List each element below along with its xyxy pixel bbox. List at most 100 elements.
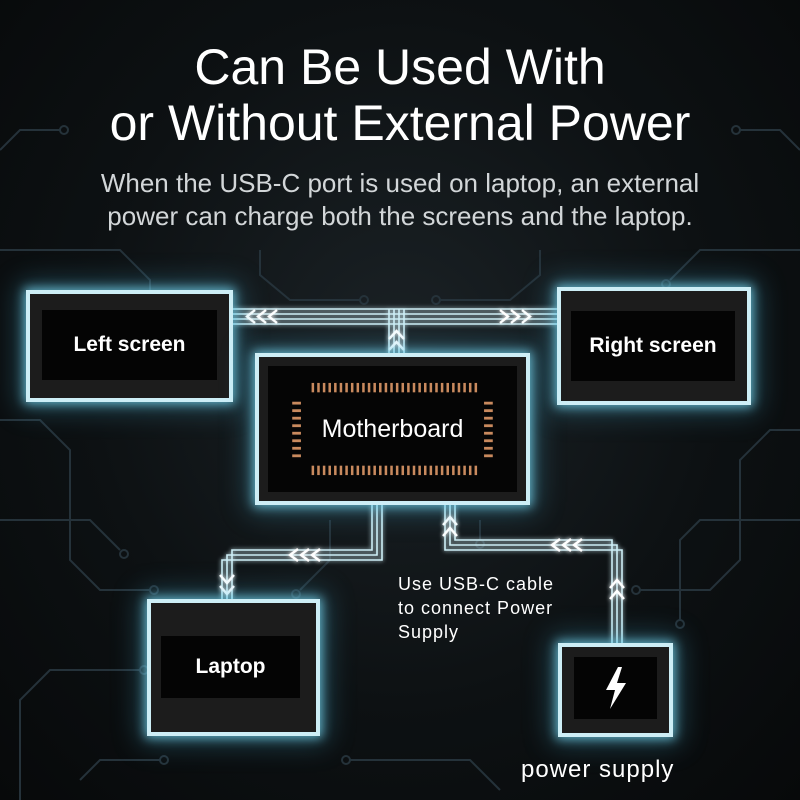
usb-c-note: Use USB-C cable to connect Power Supply xyxy=(398,572,554,644)
chip-pin xyxy=(435,382,438,393)
subtitle-line-2: power can charge both the screens and th… xyxy=(107,201,693,231)
chip-pin xyxy=(292,416,301,420)
chip-pin xyxy=(446,382,449,393)
chip-pin xyxy=(334,465,337,476)
chip-pin xyxy=(350,465,354,476)
chip-pin xyxy=(373,382,376,393)
subtitle-line-1: When the USB-C port is used on laptop, a… xyxy=(100,168,700,198)
chip-pin xyxy=(401,465,405,476)
chip-pin xyxy=(379,465,382,476)
chip-pin xyxy=(367,382,371,393)
chip-pin xyxy=(429,465,433,476)
motherboard-device: Motherboard xyxy=(255,353,530,505)
chip-pin xyxy=(484,424,493,428)
chip-pin xyxy=(292,424,301,428)
chip-pin xyxy=(384,382,388,393)
power-supply-label: power supply xyxy=(521,756,675,783)
chip-pin xyxy=(429,382,433,393)
chip-pin xyxy=(463,465,466,476)
chip-pin xyxy=(463,382,466,393)
chip-pin xyxy=(484,431,493,435)
chip-pin xyxy=(457,382,461,393)
chip-pin xyxy=(474,382,478,393)
chip-pin xyxy=(452,382,455,393)
chip-pin xyxy=(435,465,438,476)
chip-pin xyxy=(457,465,461,476)
chip-pin xyxy=(452,465,455,476)
chip-pin xyxy=(412,382,416,393)
chip-pin xyxy=(292,446,301,450)
chip-pin xyxy=(292,454,301,458)
chip-pin xyxy=(412,465,416,476)
motherboard-label: Motherboard xyxy=(321,414,464,443)
chip-pin xyxy=(484,454,493,458)
chip-pin xyxy=(418,465,421,476)
laptop-device: Laptop xyxy=(147,599,320,736)
chip-pin xyxy=(373,465,376,476)
right-screen-label: Right screen xyxy=(571,311,735,381)
right-screen-device: Right screen xyxy=(557,287,751,405)
chip-pin xyxy=(292,431,301,435)
usb-c-note-line-3: Supply xyxy=(398,622,460,642)
chip-pin xyxy=(384,465,388,476)
chip-pin xyxy=(328,465,331,476)
chip-pins-icon xyxy=(292,382,493,476)
chip-pin xyxy=(484,401,493,405)
chip-pin xyxy=(484,416,493,420)
lightning-bolt-icon xyxy=(605,667,626,709)
chip-pin xyxy=(345,465,348,476)
chip-pin xyxy=(328,382,331,393)
left-screen-label: Left screen xyxy=(42,310,217,380)
chip-pin xyxy=(292,439,301,443)
chip-pin xyxy=(407,465,410,476)
usb-c-note-line-2: to connect Power xyxy=(398,598,554,618)
power-supply-panel xyxy=(574,657,657,719)
chip-pin xyxy=(446,465,449,476)
chip-pin xyxy=(395,382,399,393)
chip-pin xyxy=(317,382,320,393)
chip-pin xyxy=(292,409,301,413)
chip-pin xyxy=(484,409,493,413)
chip-pin xyxy=(292,401,301,405)
chip-pin xyxy=(423,382,427,393)
chip-pin xyxy=(484,446,493,450)
chip-pin xyxy=(334,382,337,393)
chip-pin xyxy=(401,382,405,393)
chip-pin xyxy=(356,382,360,393)
power-supply-device xyxy=(558,643,673,737)
chip-pin xyxy=(484,439,493,443)
chip-pin xyxy=(367,465,371,476)
chip-pin xyxy=(345,382,348,393)
chip-pin xyxy=(395,465,399,476)
chip-pin xyxy=(440,382,444,393)
page-title-line-1: Can Be Used With xyxy=(194,39,606,95)
page-title-line-2: or Without External Power xyxy=(109,95,691,151)
laptop-label: Laptop xyxy=(161,636,300,698)
chip-pin xyxy=(362,382,365,393)
motherboard-panel: Motherboard xyxy=(268,366,517,492)
chip-pin xyxy=(390,382,393,393)
left-screen-device: Left screen xyxy=(26,290,233,402)
chip-pin xyxy=(468,465,472,476)
chip-pin xyxy=(390,465,393,476)
chip-pin xyxy=(356,465,360,476)
chip-pin xyxy=(322,465,326,476)
chip-pin xyxy=(339,465,343,476)
chip-pin xyxy=(311,382,315,393)
chip-pin xyxy=(362,465,365,476)
chip-pin xyxy=(322,382,326,393)
chip-pin xyxy=(418,382,421,393)
chip-pin xyxy=(407,382,410,393)
chip-pin xyxy=(474,465,478,476)
usb-c-note-line-1: Use USB-C cable xyxy=(398,574,555,594)
chip-pin xyxy=(440,465,444,476)
chip-pin xyxy=(311,465,315,476)
chip-pin xyxy=(350,382,354,393)
chip-pin xyxy=(317,465,320,476)
chip-pin xyxy=(379,382,382,393)
chip-pin xyxy=(339,382,343,393)
chevron-arrow-icon xyxy=(219,309,625,600)
chip-pin xyxy=(468,382,472,393)
